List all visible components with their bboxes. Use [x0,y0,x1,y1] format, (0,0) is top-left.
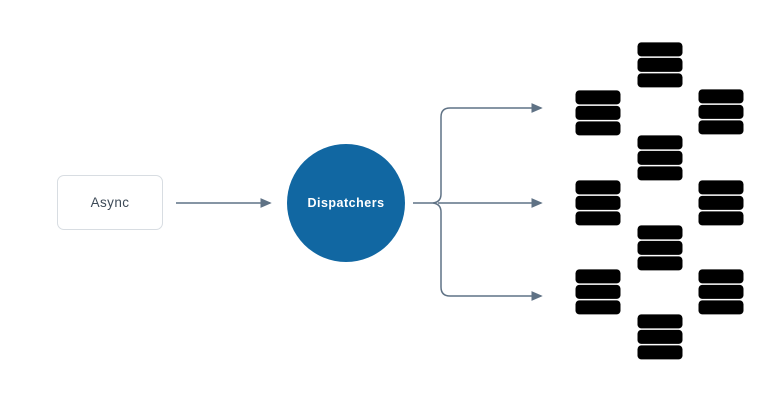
server-stack-icon [698,180,744,226]
arrow-branch-bottom [432,202,543,301]
server-stack-icon [575,180,621,226]
dispatchers-node-label: Dispatchers [307,196,385,210]
arrow-branch-top [432,103,543,204]
server-stack-icon [698,89,744,135]
server-stack-icon [575,269,621,315]
dispatchers-node: Dispatchers [287,144,405,262]
server-stack-icon [637,225,683,271]
async-node: Async [57,175,163,230]
async-node-label: Async [90,195,130,210]
server-stack-icon [698,269,744,315]
server-stack-icon [637,314,683,360]
server-stack-icon [575,90,621,136]
server-stack-icon [637,135,683,181]
server-stack-icon [637,42,683,88]
